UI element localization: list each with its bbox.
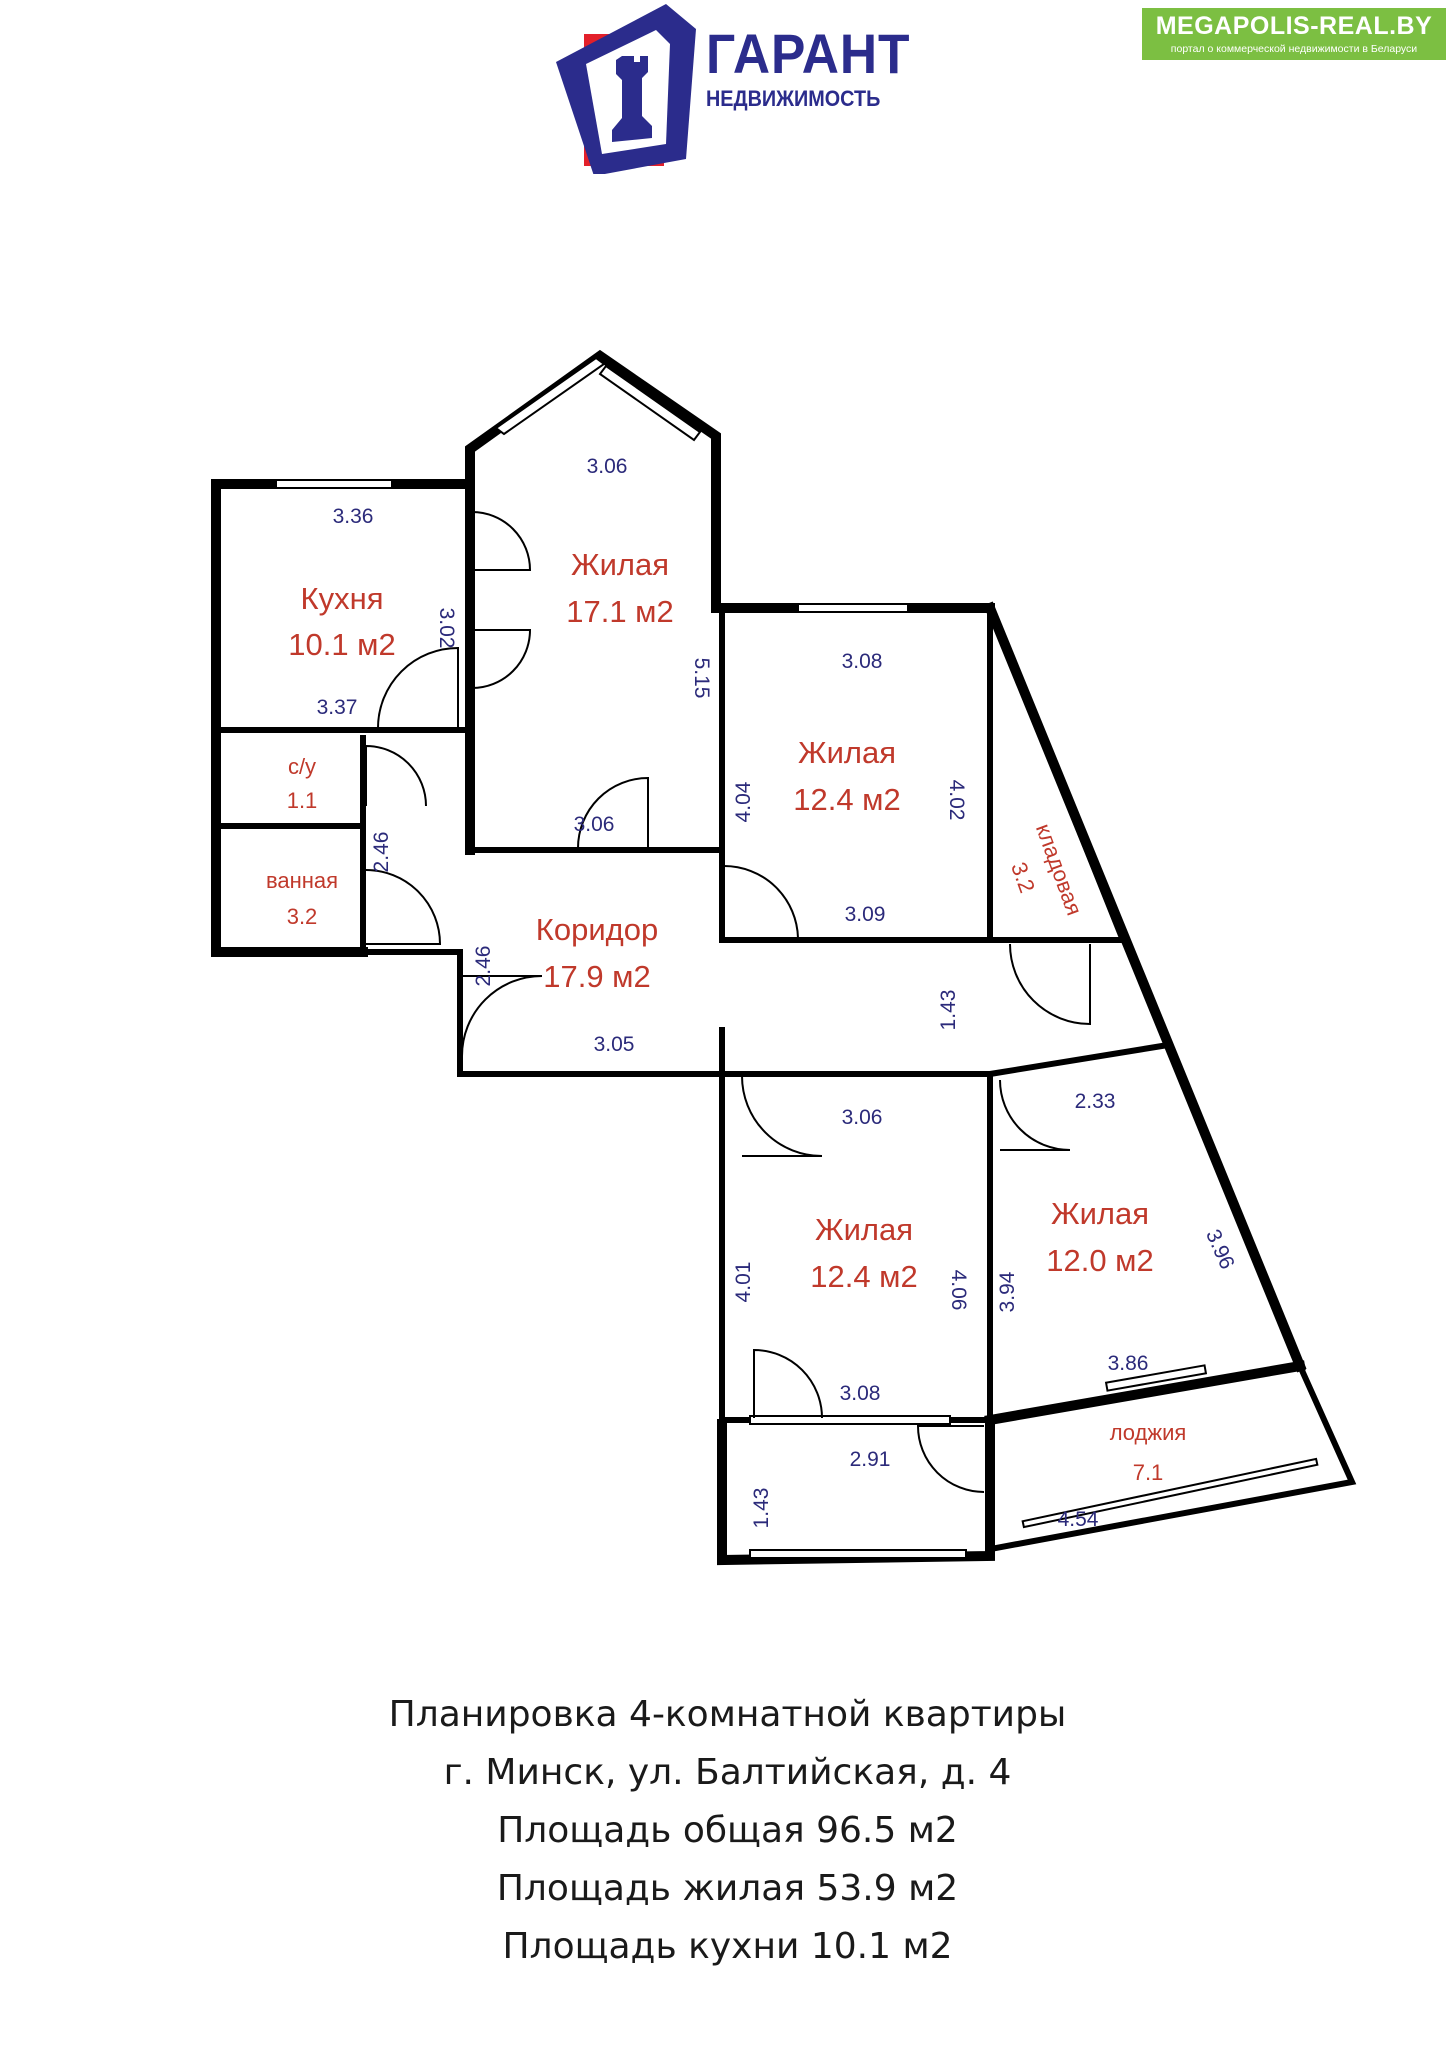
living1-name: Жилая bbox=[571, 547, 669, 582]
dim-living2-bottom: 3.09 bbox=[845, 903, 886, 926]
dim-loggia-bottom: 4.54 bbox=[1058, 1508, 1099, 1531]
badge-name: MEGAPOLIS-REAL.BY bbox=[1155, 12, 1433, 40]
dimensions: 3.36 3.02 3.37 3.06 5.15 3.06 3.08 4.04 … bbox=[317, 455, 1239, 1531]
wall-storage-inner bbox=[986, 604, 1126, 942]
living3-area: 12.4 м2 bbox=[810, 1259, 918, 1294]
caption-living-area: Площадь жилая 53.9 м2 bbox=[496, 1868, 959, 1909]
wc-name: с/у bbox=[288, 754, 316, 779]
door-living3 bbox=[741, 1075, 823, 1157]
dim-living4-top: 2.33 bbox=[1075, 1090, 1116, 1113]
door-living2 bbox=[723, 865, 800, 939]
garant-emblem-icon bbox=[556, 4, 696, 174]
logo-subtitle: НЕДВИЖИМОСТЬ bbox=[706, 86, 881, 111]
dim-living1-bottom: 3.06 bbox=[574, 813, 615, 836]
floor-plan: Кухня 10.1 м2 Жилая 17.1 м2 Жилая 12.4 м… bbox=[211, 349, 1357, 1566]
living4-name: Жилая bbox=[1051, 1196, 1149, 1231]
dim-corridor-left: 2.46 bbox=[472, 946, 495, 987]
bath-area: 3.2 bbox=[287, 904, 318, 929]
door-living3-bottom bbox=[753, 1348, 823, 1419]
caption-kitchen-area: Площадь кухни 10.1 м2 bbox=[502, 1926, 953, 1967]
wall-living4-top bbox=[986, 1042, 1166, 1078]
garant-logo: ГАРАНТ НЕДВИЖИМОСТЬ bbox=[556, 4, 916, 174]
dim-living4-bottom: 3.86 bbox=[1108, 1352, 1149, 1375]
dim-living4-left: 3.94 bbox=[996, 1271, 1019, 1312]
dim-corridor-bottom: 3.05 bbox=[594, 1033, 635, 1056]
living1-area: 17.1 м2 bbox=[566, 594, 674, 629]
dim-balcony-left: 1.43 bbox=[750, 1488, 773, 1529]
caption-address: г. Минск, ул. Балтийская, д. 4 bbox=[443, 1752, 1012, 1793]
living2-area: 12.4 м2 bbox=[793, 782, 901, 817]
dim-living3-left: 4.01 bbox=[732, 1262, 755, 1303]
door-living1 bbox=[577, 776, 649, 849]
living4-area: 12.0 м2 bbox=[1046, 1243, 1154, 1278]
living2-name: Жилая bbox=[798, 735, 896, 770]
door-living1-double bbox=[471, 511, 532, 689]
dim-kitchen-bottom: 3.37 bbox=[317, 696, 358, 719]
dim-living3-top: 3.06 bbox=[842, 1106, 883, 1129]
wall-living1 bbox=[465, 349, 995, 855]
door-kitchen bbox=[377, 646, 459, 729]
kitchen-area: 10.1 м2 bbox=[288, 627, 396, 662]
door-storage bbox=[1009, 943, 1091, 1026]
badge-tagline: портал о коммерческой недвижимости в Бел… bbox=[1170, 43, 1418, 55]
bath-name: ванная bbox=[266, 868, 338, 893]
dim-kitchen-right: 3.02 bbox=[435, 608, 458, 649]
door-bath bbox=[365, 869, 442, 945]
dim-living1-top: 3.06 bbox=[587, 455, 628, 478]
loggia-name: лоджия bbox=[1110, 1420, 1187, 1445]
caption-title: Планировка 4-комнатной квартиры bbox=[388, 1694, 1067, 1735]
dim-kitchen-top: 3.36 bbox=[333, 505, 374, 528]
dim-living2-top: 3.08 bbox=[842, 650, 883, 673]
living3-name: Жилая bbox=[815, 1212, 913, 1247]
door-balcony bbox=[916, 1425, 985, 1493]
wc-area: 1.1 bbox=[287, 788, 318, 813]
kitchen-name: Кухня bbox=[301, 581, 384, 616]
door-wc bbox=[365, 744, 427, 807]
room-labels: Кухня 10.1 м2 Жилая 17.1 м2 Жилая 12.4 м… bbox=[266, 547, 1186, 1485]
megapolis-badge[interactable]: MEGAPOLIS-REAL.BY портал о коммерческой … bbox=[1142, 8, 1446, 60]
doors bbox=[365, 511, 1091, 1493]
dim-living1-right: 5.15 bbox=[690, 658, 713, 699]
dim-bath-right: 2.46 bbox=[370, 832, 393, 873]
loggia-area: 7.1 bbox=[1133, 1460, 1164, 1485]
dim-living3-bottom: 3.08 bbox=[840, 1382, 881, 1405]
windows bbox=[275, 356, 1319, 1559]
wall-living4-bottom bbox=[984, 1360, 1306, 1426]
wall-loggia bbox=[992, 1362, 1357, 1552]
dim-living2-left: 4.04 bbox=[732, 781, 755, 822]
plan-caption: Планировка 4-комнатной квартиры г. Минск… bbox=[0, 1686, 1455, 1976]
dim-living2-right: 4.02 bbox=[945, 780, 968, 821]
door-corridor bbox=[461, 975, 543, 1057]
dim-living4-right: 3.96 bbox=[1201, 1226, 1239, 1273]
dim-corridor-right: 1.43 bbox=[937, 990, 960, 1031]
logo-title: ГАРАНТ bbox=[706, 22, 911, 85]
door-living4 bbox=[999, 1079, 1071, 1151]
caption-total-area: Площадь общая 96.5 м2 bbox=[497, 1810, 958, 1851]
corridor-area: 17.9 м2 bbox=[543, 959, 651, 994]
corridor-name: Коридор bbox=[536, 912, 658, 947]
walls bbox=[211, 349, 1357, 1566]
storage-area: 3.2 bbox=[1006, 859, 1040, 896]
wall-corridor-left bbox=[360, 949, 725, 1077]
dim-balcony-top: 2.91 bbox=[850, 1448, 891, 1471]
dim-living3-right: 4.06 bbox=[947, 1270, 970, 1311]
